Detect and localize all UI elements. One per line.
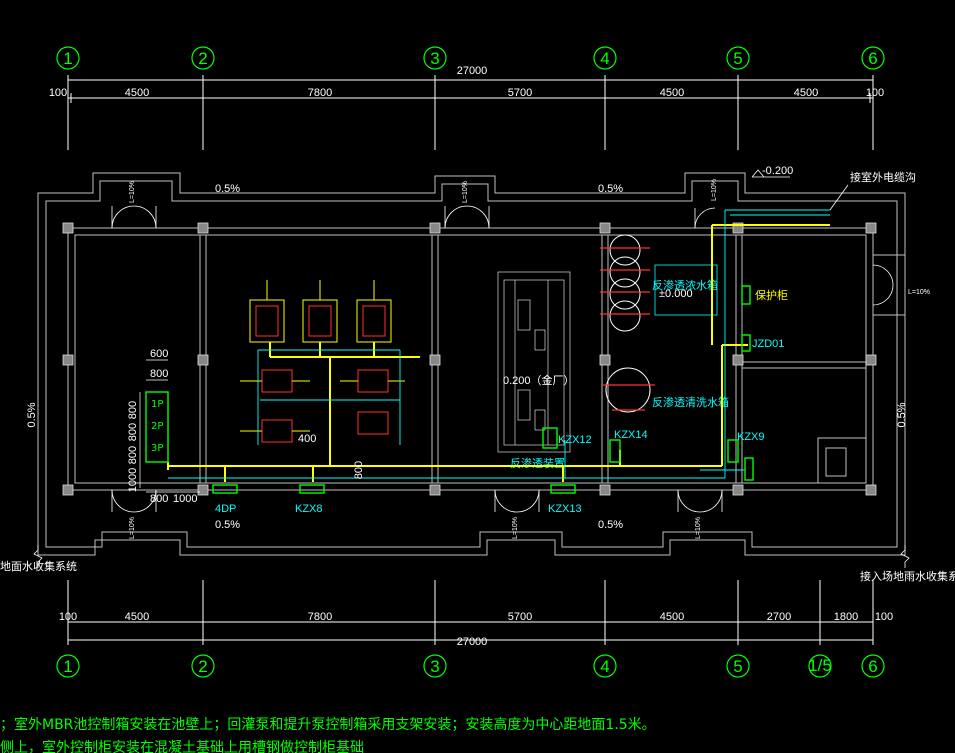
room-1p: 1P: [151, 399, 163, 410]
dim-800e: 800: [150, 493, 168, 505]
note-line-2: 侧上，室外控制柜安装在混凝土基础上用槽钢做控制柜基础: [0, 739, 364, 753]
slope-top-mid: 0.5%: [598, 183, 623, 195]
tank-label-1: 反渗透浓水箱: [652, 278, 718, 292]
dim-800b: 800: [127, 401, 139, 419]
top-dim-seg-1: 4500: [125, 87, 149, 99]
panel-kzx8: KZX8: [295, 503, 323, 515]
dim-1000a: 1000: [127, 468, 139, 492]
room-3p: 3P: [151, 443, 163, 454]
top-axis-bubbles: [56, 46, 885, 70]
door-code-6: L=10%: [695, 517, 702, 539]
panel-4dp: 4DP: [215, 503, 236, 515]
panel-jzd01: JZD01: [752, 338, 784, 350]
panel-kzx12: KZX12: [558, 434, 592, 446]
top-dim-seg-0: 100: [49, 87, 67, 99]
top-dimension-block: [67, 75, 874, 150]
axis-top-2: 2: [198, 49, 207, 68]
dim-800a: 800: [150, 368, 168, 380]
top-dim-seg-4: 4500: [660, 87, 684, 99]
axis-bottom-2: 2: [198, 657, 207, 676]
axis-bottom-5: 5: [733, 657, 742, 676]
break-markers: [33, 545, 910, 568]
elev-top: -0.200: [762, 165, 793, 177]
axis-bottom-1-5: 1/5: [808, 656, 832, 675]
top-dim-seg-3: 5700: [508, 87, 532, 99]
structural-columns: [62, 222, 877, 496]
bottom-dim-seg-7: 100: [875, 611, 893, 623]
top-total-dim: 27000: [457, 65, 488, 77]
door-code-7: L=10%: [908, 289, 930, 296]
slope-left: 0.5%: [26, 402, 38, 427]
top-dim-seg-2: 7800: [308, 87, 332, 99]
axis-top-4: 4: [600, 49, 609, 68]
cable-note: 接室外电缆沟: [850, 170, 916, 184]
axis-top-6: 6: [868, 49, 877, 68]
bottom-dim-seg-4: 4500: [660, 611, 684, 623]
top-dim-seg-6: 100: [866, 87, 884, 99]
axis-top-5: 5: [733, 49, 742, 68]
bottom-dim-seg-5: 2700: [767, 611, 791, 623]
axis-top-1: 1: [63, 49, 72, 68]
pump-units: [240, 280, 405, 443]
top-dim-seg-5: 4500: [794, 87, 818, 99]
slope-bottom-left: 0.5%: [215, 519, 240, 531]
door-code-4: L=10%: [129, 517, 136, 539]
switchgear-dims: [139, 359, 200, 493]
axis-top-3: 3: [430, 49, 439, 68]
axis-bottom-6: 6: [868, 657, 877, 676]
axis-bottom-1: 1: [63, 657, 72, 676]
door-code-2: L=10%: [462, 181, 469, 203]
bottom-dim-seg-3: 5700: [508, 611, 532, 623]
bottom-dim-seg-0: 100: [59, 611, 77, 623]
dim-600: 600: [150, 348, 168, 360]
axis-bottom-3: 3: [430, 657, 439, 676]
bottom-dim-seg-6: 1800: [834, 611, 858, 623]
dim-400: 400: [298, 433, 316, 445]
slope-bottom-mid: 0.5%: [598, 519, 623, 531]
bottom-axis-bubbles: [56, 654, 885, 678]
ro-tanks: [605, 234, 651, 413]
cable-tray: [167, 224, 830, 482]
elev-center: 0.200（金厂）: [503, 373, 575, 387]
dim-800c: 800: [127, 423, 139, 441]
panel-kzx14: KZX14: [614, 429, 648, 441]
conduits: [168, 209, 830, 479]
dim-800-tray: 800: [353, 461, 365, 479]
door-code-1: L=10%: [129, 181, 136, 203]
tank-label-2: 反渗透清洗水箱: [652, 395, 729, 409]
bottom-dim-seg-2: 7800: [308, 611, 332, 623]
bottom-total-dim: 27000: [457, 636, 488, 648]
dim-1000b: 1000: [173, 493, 197, 505]
note-line-1: ；室外MBR池控制箱安装在池壁上；回灌泵和提升泵控制箱采用支架安装；安装高度为中…: [0, 716, 656, 733]
dim-800d: 800: [127, 446, 139, 464]
elev-right: ±0.000: [659, 288, 693, 300]
slope-top-left: 0.5%: [215, 183, 240, 195]
bottom-dimension-block: [67, 580, 874, 645]
door-code-5: L=10%: [512, 517, 519, 539]
drain-left: 地面水收集系统: [0, 559, 77, 573]
cabinet-label: 保护柜: [755, 288, 788, 302]
doors: [111, 205, 894, 513]
tank-label-3: 反渗透装置: [510, 456, 565, 470]
elev-top-marker: [751, 169, 790, 178]
control-panels: [145, 285, 754, 494]
door-code-3: L=10%: [711, 179, 718, 201]
panel-kzx13: KZX13: [548, 503, 582, 515]
panel-kzx9: KZX9: [737, 431, 765, 443]
room-2p: 2P: [151, 421, 163, 432]
ro-equipment-rack: [497, 271, 571, 453]
red-piping: [600, 247, 655, 411]
bottom-dim-seg-1: 4500: [125, 611, 149, 623]
drain-right: 接入场地雨水收集系: [860, 569, 955, 583]
slope-right: 0.5%: [896, 402, 908, 427]
axis-bottom-4: 4: [600, 657, 609, 676]
